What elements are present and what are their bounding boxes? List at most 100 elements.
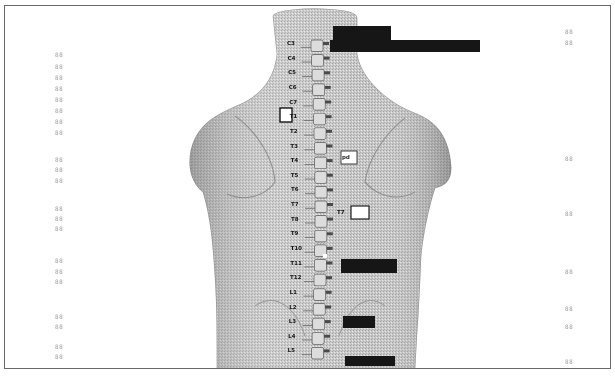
left-scale-label: 88 xyxy=(55,354,63,361)
marker-hollow-lumbar xyxy=(351,206,369,219)
vertebra-label: L3 xyxy=(289,319,296,325)
transverse-process xyxy=(327,188,333,191)
right-scale-label: 88 xyxy=(565,29,573,36)
left-scale-label: 88 xyxy=(55,108,63,115)
transverse-process xyxy=(327,232,333,235)
vertebra-label: L2 xyxy=(289,305,296,311)
left-scale-label: 88 xyxy=(55,279,63,286)
transverse-process xyxy=(327,203,333,206)
left-scale-label: 88 xyxy=(55,64,63,71)
left-scale-label: 88 xyxy=(55,119,63,126)
marker-l5 xyxy=(345,356,395,366)
transverse-process xyxy=(326,262,332,265)
vertebra-l5 xyxy=(312,347,324,359)
vertebra-label: T12 xyxy=(290,275,301,281)
left-scale-label: 88 xyxy=(55,314,63,321)
vertebra-label: C4 xyxy=(288,56,296,62)
marker-l4 xyxy=(343,316,375,328)
transverse-process xyxy=(325,101,331,104)
right-scale-label: 88 xyxy=(565,40,573,47)
vertebra-c6 xyxy=(313,84,325,96)
left-scale-label: 88 xyxy=(55,167,63,174)
left-scale-label: 88 xyxy=(55,216,63,223)
transverse-process xyxy=(324,335,330,338)
spine-anatomy-illustration xyxy=(5,6,610,368)
vertebra-c3 xyxy=(311,40,323,52)
left-scale-label: 88 xyxy=(55,178,63,185)
vertebra-c4 xyxy=(312,55,324,67)
right-scale-label: 88 xyxy=(565,306,573,313)
left-scale-label: 88 xyxy=(55,86,63,93)
transverse-process xyxy=(326,130,332,133)
transverse-process xyxy=(323,42,329,45)
left-scale-label: 88 xyxy=(55,324,63,331)
left-scale-label: 88 xyxy=(55,75,63,82)
transverse-process xyxy=(327,174,333,177)
vertebra-label: L4 xyxy=(288,334,295,340)
left-scale-label: 88 xyxy=(55,52,63,59)
vertebra-label: L1 xyxy=(290,290,297,296)
right-scale-label: 88 xyxy=(565,359,573,366)
transverse-process xyxy=(325,86,331,89)
vertebra-t5 xyxy=(315,172,327,184)
vertebra-label: T3 xyxy=(290,144,298,150)
right-scale-label: 88 xyxy=(565,324,573,331)
vertebra-label: T6 xyxy=(291,187,299,193)
marker-c3 xyxy=(333,26,391,40)
top-reference-bar xyxy=(330,40,480,52)
vertebra-label: T11 xyxy=(290,261,301,267)
marker-l1 xyxy=(341,259,397,273)
vertebra-t1 xyxy=(314,113,326,125)
transverse-process xyxy=(324,71,330,74)
figure-frame: 88 88 88 88 88 88 88 88 88 88 88 88 88 88 88 88 88 88 88 88… xyxy=(4,5,611,369)
vertebra-label: T5 xyxy=(291,173,299,179)
vertebra-label: L5 xyxy=(288,348,295,354)
transverse-process xyxy=(325,320,331,323)
transverse-process xyxy=(327,247,333,250)
transverse-process xyxy=(327,159,333,162)
vertebra-t3 xyxy=(314,143,326,155)
vertebra-t4 xyxy=(315,157,327,169)
left-scale-label: 88 xyxy=(55,269,63,276)
vertebra-c7 xyxy=(313,99,325,111)
vertebra-label: T2 xyxy=(290,129,298,135)
right-scale-label: 88 xyxy=(565,156,573,163)
vertebra-t7 xyxy=(315,201,327,213)
left-scale-label: 88 xyxy=(55,344,63,351)
vertebra-t2 xyxy=(314,128,326,140)
vertebra-label: C3 xyxy=(287,41,295,47)
vertebra-label: C5 xyxy=(288,70,296,76)
transverse-process xyxy=(324,57,330,60)
vertebra-label: T7 xyxy=(291,202,299,208)
vertebra-l3 xyxy=(313,318,325,330)
vertebra-label: C6 xyxy=(289,85,297,91)
vertebra-label: T1 xyxy=(290,114,298,120)
vertebra-l1 xyxy=(314,289,326,301)
transverse-process xyxy=(325,306,331,309)
transverse-process xyxy=(327,218,333,221)
vertebra-label: T9 xyxy=(291,231,299,237)
vertebra-t8 xyxy=(315,216,327,228)
right-scale-label: 88 xyxy=(565,269,573,276)
transverse-process xyxy=(324,349,330,352)
vertebra-t6 xyxy=(315,186,327,198)
left-scale-label: 88 xyxy=(55,130,63,137)
left-scale-label: 88 xyxy=(55,97,63,104)
left-scale-label: 88 xyxy=(55,226,63,233)
vertebra-label: C7 xyxy=(289,100,297,106)
right-scale-label: 88 xyxy=(565,211,573,218)
midback-marker-label: pd xyxy=(342,155,350,161)
vertebra-label: T4 xyxy=(291,158,299,164)
left-scale-label: 88 xyxy=(55,258,63,265)
vertebra-t9 xyxy=(315,230,327,242)
vertebra-c5 xyxy=(312,69,324,81)
transverse-process xyxy=(326,276,332,279)
left-scale-label: 88 xyxy=(55,206,63,213)
transverse-process xyxy=(326,115,332,118)
vertebra-l2 xyxy=(313,304,325,316)
vertebra-label: T8 xyxy=(291,217,299,223)
vertebra-t11 xyxy=(314,260,326,272)
transverse-process xyxy=(326,145,332,148)
lumbar-marker-label: T7 xyxy=(337,210,345,216)
vertebra-label: T10 xyxy=(291,246,302,252)
